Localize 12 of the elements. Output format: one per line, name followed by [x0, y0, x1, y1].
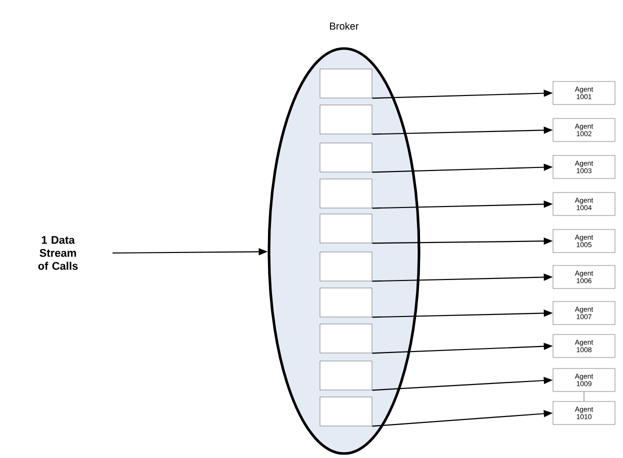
- slot-box: [320, 178, 372, 208]
- node-label: Broker: [330, 22, 359, 30]
- slot-box: [320, 214, 372, 244]
- slot-box: [320, 288, 372, 318]
- slot-box: [320, 396, 372, 426]
- slot-box: [320, 324, 372, 354]
- slot-box: [320, 360, 372, 390]
- slot-box: [320, 68, 372, 98]
- slot-box: [320, 104, 372, 134]
- slot-box: [320, 142, 372, 172]
- source-label: 1 Data Stream of Calls: [38, 236, 78, 270]
- slot-box: [320, 252, 372, 282]
